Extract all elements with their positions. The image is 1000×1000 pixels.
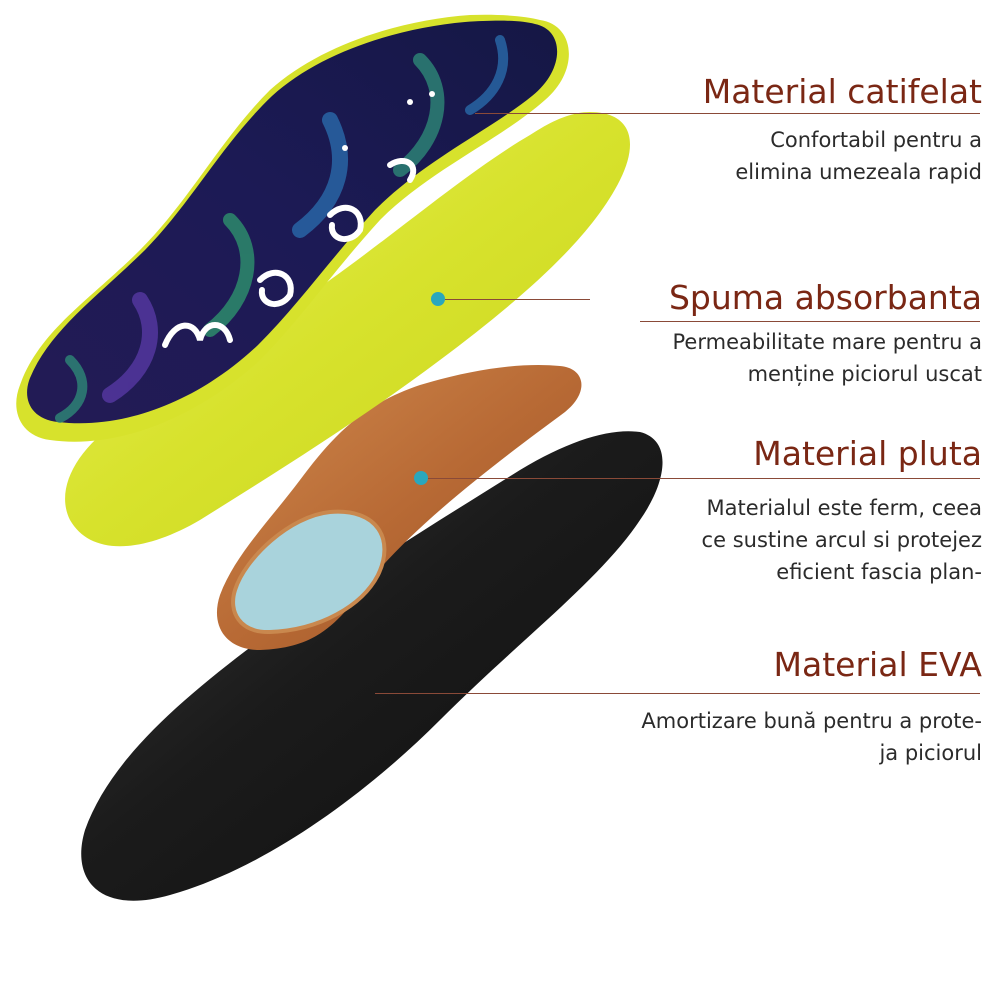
top-layer <box>27 20 558 424</box>
foam-layer <box>65 112 630 547</box>
leader-line <box>445 299 590 300</box>
brand-mark <box>162 158 417 348</box>
vent-hole <box>407 99 413 105</box>
leader-line <box>375 693 980 694</box>
leader-line <box>475 113 980 114</box>
layer-description: Confortabil pentru a elimina umezeala ra… <box>735 128 982 184</box>
layer-title-material-eva: Material EVA <box>773 645 982 684</box>
layer-marker-dot <box>431 292 445 306</box>
layer-title-material-pluta: Material pluta <box>753 434 982 473</box>
vent-hole <box>429 91 435 97</box>
layer-description: Permeabilitate mare pentru a menține pic… <box>672 330 982 386</box>
leader-line <box>428 478 980 479</box>
layer-marker-dot <box>414 471 428 485</box>
layer-description: Materialul este ferm, ceea ce sustine ar… <box>701 496 982 584</box>
layer-title-spuma-absorbanta: Spuma absorbanta <box>668 278 982 317</box>
leaf-pattern <box>55 35 509 423</box>
leader-line <box>640 321 980 322</box>
eva-layer <box>81 431 663 901</box>
vent-hole <box>342 145 348 151</box>
gel-pad <box>231 509 387 635</box>
layer-description: Amortizare bună pentru a prote- ja picio… <box>641 709 982 765</box>
layer-title-material-catifelat: Material catifelat <box>702 72 982 111</box>
